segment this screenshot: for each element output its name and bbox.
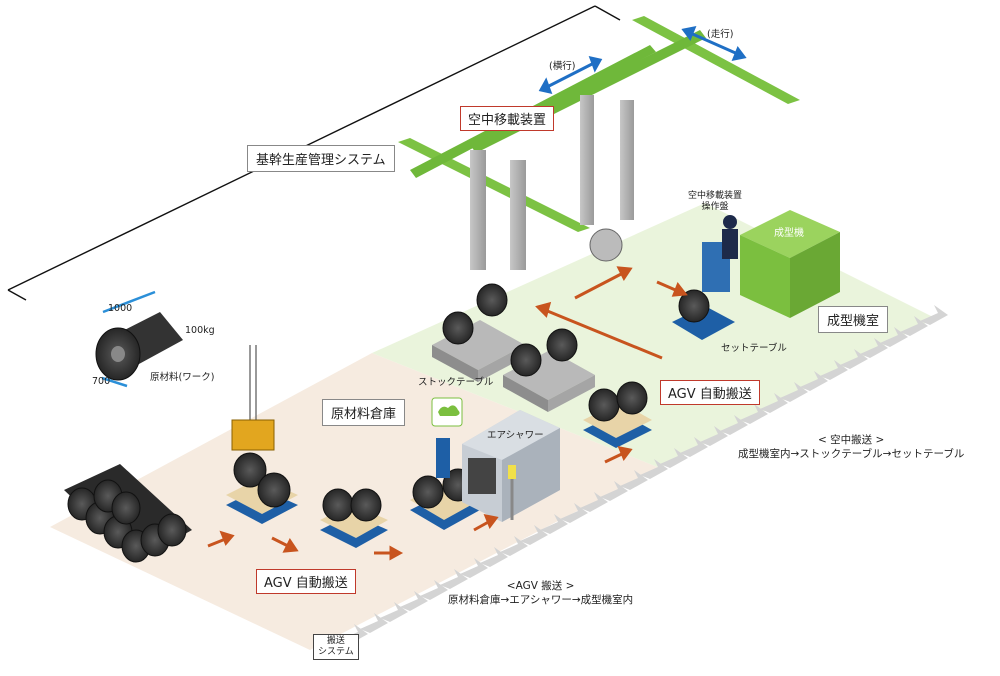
set-table bbox=[672, 289, 735, 340]
conveyance-line2: システム bbox=[318, 647, 354, 657]
stock-tables bbox=[432, 283, 595, 412]
air-shower-label: エアシャワー bbox=[487, 430, 544, 441]
forming-machine bbox=[702, 210, 840, 318]
conveyance-system-label: 搬送 システム bbox=[313, 634, 359, 660]
dim-1000-label: 1000 bbox=[108, 303, 133, 314]
dim-arrow-700 bbox=[101, 376, 128, 388]
aerial-transport-note: < 空中搬送 > 成型機室内→ストックテーブル→セットテーブル bbox=[738, 433, 964, 461]
raw-warehouse-label: 原材料倉庫 bbox=[322, 399, 406, 426]
stock-table-label: ストックテーブル bbox=[418, 377, 494, 388]
forming-machine-label: 成型機 bbox=[774, 228, 804, 239]
forming-room-label: 成型機室 bbox=[818, 306, 889, 333]
overhead-device-label: 空中移載装置 bbox=[460, 106, 555, 131]
agv-forming bbox=[583, 381, 652, 448]
conveyance-line1: 搬送 bbox=[326, 636, 345, 646]
overhead-panel-line2: 操作盤 bbox=[701, 202, 729, 212]
aerial-transport-route: 成型機室内→ストックテーブル→セットテーブル bbox=[738, 448, 965, 460]
agv-transport-route: 原材料倉庫→エアシャワー→成型機室内 bbox=[448, 594, 634, 606]
travel-label: (走行) bbox=[707, 29, 734, 40]
agv-lifter bbox=[226, 345, 298, 524]
overhead-panel-line1: 空中移載装置 bbox=[688, 191, 743, 201]
overhead-panel-label: 空中移載装置 操作盤 bbox=[688, 191, 742, 213]
set-table-label: セットテーブル bbox=[721, 343, 787, 354]
agv-label-upper: AGV 自動搬送 bbox=[660, 380, 760, 405]
agv-transport-title: <AGV 搬送 > bbox=[506, 580, 575, 592]
raw-material-label: 原材料(ワーク) bbox=[150, 372, 215, 383]
coil-stack bbox=[64, 464, 192, 563]
aerial-transport-title: < 空中搬送 > bbox=[818, 434, 885, 446]
flow-arrows bbox=[207, 266, 688, 561]
raw-material-coil bbox=[95, 290, 183, 388]
agv-label-lower: AGV 自動搬送 bbox=[256, 569, 356, 594]
air-shower-booth bbox=[431, 397, 560, 522]
operator-icon bbox=[723, 215, 737, 229]
kikan-system-label: 基幹生産管理システム bbox=[247, 145, 395, 172]
dim-100kg-label: 100kg bbox=[185, 325, 215, 336]
signal-tower-icon bbox=[508, 465, 516, 479]
agv-warehouse bbox=[320, 488, 388, 548]
dim-700-label: 700 bbox=[92, 376, 111, 387]
dim-arrow-1000 bbox=[102, 290, 156, 314]
traverse-label: (横行) bbox=[549, 61, 576, 72]
agv-transport-note: <AGV 搬送 > 原材料倉庫→エアシャワー→成型機室内 bbox=[448, 579, 633, 607]
direction-arrows bbox=[538, 25, 747, 95]
